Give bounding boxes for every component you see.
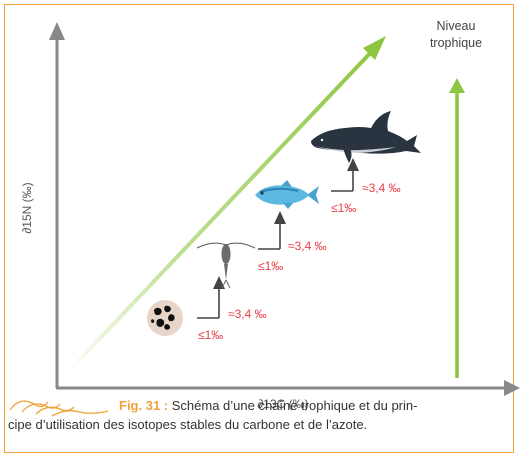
- figure-frame: [4, 4, 514, 453]
- y-axis-label: ∂15N (‰): [20, 182, 34, 233]
- step-2-delta-c: ≤1‰: [258, 259, 283, 273]
- step-arrow-1: [197, 276, 225, 319]
- x-axis-label: ∂13C (‰): [257, 397, 308, 411]
- step-3-delta-n: ≈3,4 ‰: [362, 181, 401, 195]
- step-1-delta-c: ≤1‰: [198, 328, 223, 342]
- wave-logo-icon: [9, 400, 109, 417]
- trophic-label-line1: Niveau: [437, 19, 476, 33]
- diagonal-trend-arrow: [66, 36, 386, 374]
- step-3-delta-c: ≤1‰: [331, 201, 356, 215]
- figure-number: Fig. 31 :: [119, 398, 169, 413]
- x-axis: [56, 380, 520, 396]
- figure-caption: Fig. 31 : Schéma d’une chaîne trophique …: [8, 396, 510, 434]
- trophic-label-line2: trophique: [430, 36, 482, 50]
- trophic-level-arrow: [449, 78, 465, 378]
- y-axis: [49, 22, 65, 388]
- fish-icon: [255, 180, 319, 209]
- step-2-delta-n: ≈3,4 ‰: [288, 239, 327, 253]
- caption-text-2: cipe d’utilisation des isotopes stables …: [8, 417, 368, 432]
- step-1-delta-n: ≈3,4 ‰: [228, 307, 267, 321]
- step-arrow-3: [331, 158, 359, 192]
- dolphin-icon: [311, 111, 421, 163]
- caption-text-1: Schéma d’une chaîne trophique et du prin…: [168, 398, 418, 413]
- step-arrow-2: [258, 211, 286, 250]
- phytoplankton-icon: [147, 300, 183, 336]
- copepod-icon: [196, 242, 256, 289]
- caption-line-1: Fig. 31 : Schéma d’une chaîne trophique …: [8, 396, 510, 415]
